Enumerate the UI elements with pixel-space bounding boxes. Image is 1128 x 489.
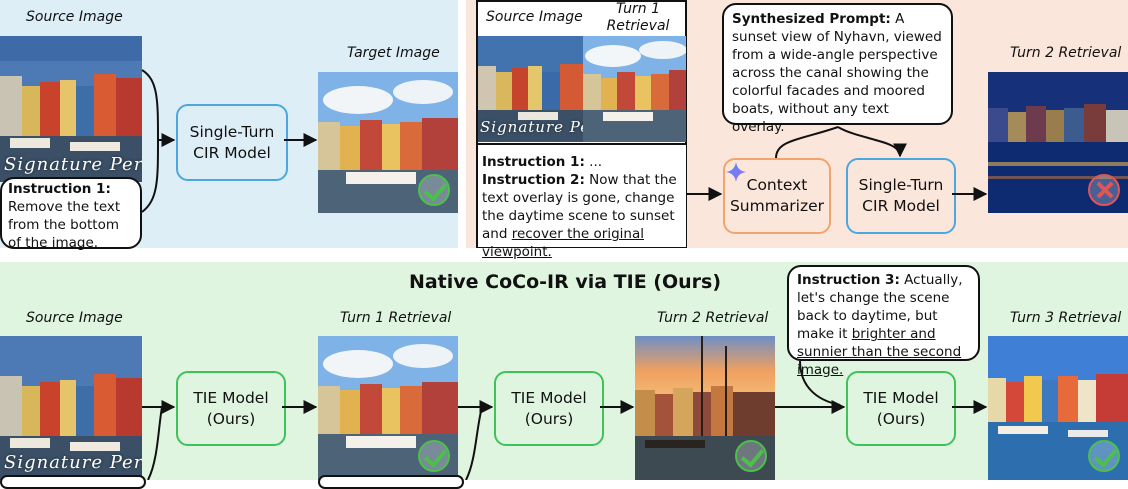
instruction-3-bubble: Instruction 3: Actually, let's change th… [787,265,980,378]
instruction-1-text: Remove the text from the bottom of the i… [8,199,121,251]
instruction-3-text: Actually, let's change the scene back to… [797,272,963,342]
instruction-1-title-b: Instruction 1: [482,154,585,170]
checkmark-icon [1088,440,1120,472]
checkmark-icon [418,174,450,206]
source-caption-c: Source Image [26,310,123,326]
context-summarizer-label: Context Summarizer [729,176,825,215]
instruction-3-title: Instruction 3: [797,272,900,288]
watermark-text: Signature Persa [4,154,142,175]
watermark-text: Signature Persa [480,118,583,136]
turn2-caption-b: Turn 2 Retrieval [1010,45,1122,61]
cross-icon [1088,174,1120,206]
instruction-1-title: Instruction 1: [8,181,111,197]
tie-model-box-1: TIE Model (Ours) [176,371,286,446]
target-image-a [318,72,458,213]
synthesized-prompt-text: A sunset view of Nyhavn, viewed from a w… [732,11,942,135]
turn2-image-c [635,336,775,480]
context-summarizer-box: Context Summarizer [723,158,831,234]
turn1-image-b [583,36,686,142]
checkmark-icon [735,440,767,472]
instruction-2-underlined: recover the original viewpoint. [482,226,644,260]
bubble-edge-c2 [318,475,464,489]
source-image-b: Signature Persa [478,36,583,142]
turn1-caption-c: Turn 1 Retrieval [340,310,452,326]
source-image-c: Signature Persa [0,336,142,480]
turn2-image-b [988,72,1128,213]
sparkle-icon [726,162,746,182]
source-caption-a: Source Image [26,9,123,25]
source-caption-b: Source Image [486,9,583,25]
single-turn-cir-model-a: Single-Turn CIR Model [176,104,288,181]
turn3-caption-c: Turn 3 Retrieval [1010,310,1122,326]
turn3-image-c [988,336,1128,480]
instruction-1-text-b: ... [589,154,603,170]
synthesized-prompt-bubble: Synthesized Prompt: A sunset view of Nyh… [722,3,953,135]
instruction-2-title: Instruction 2: [482,172,585,188]
target-caption-a: Target Image [347,45,440,61]
turn1-image-c [318,336,458,480]
bubble-edge-c1 [0,475,146,489]
instruction-1-bubble: Instruction 1: Remove the text from the … [0,177,142,251]
tie-model-box-2: TIE Model (Ours) [494,371,604,446]
watermark-text: Signature Persa [4,452,142,473]
instruction-2-text: Now that the text overlay is gone, chang… [482,172,677,242]
panel-c-title: Native CoCo-IR via TIE (Ours) [408,271,722,293]
synthesized-prompt-title: Synthesized Prompt: [732,11,891,27]
turn2-caption-c: Turn 2 Retrieval [657,310,769,326]
source-image-a: Signature Persa [0,36,142,182]
checkmark-icon [418,440,450,472]
turn1-caption-b: Turn 1 Retrieval [606,1,670,34]
tie-model-box-3: TIE Model (Ours) [846,371,956,446]
single-turn-cir-model-b: Single-Turn CIR Model [846,158,956,234]
instruction-panel-b: Instruction 1: ... Instruction 2: Now th… [478,143,686,260]
